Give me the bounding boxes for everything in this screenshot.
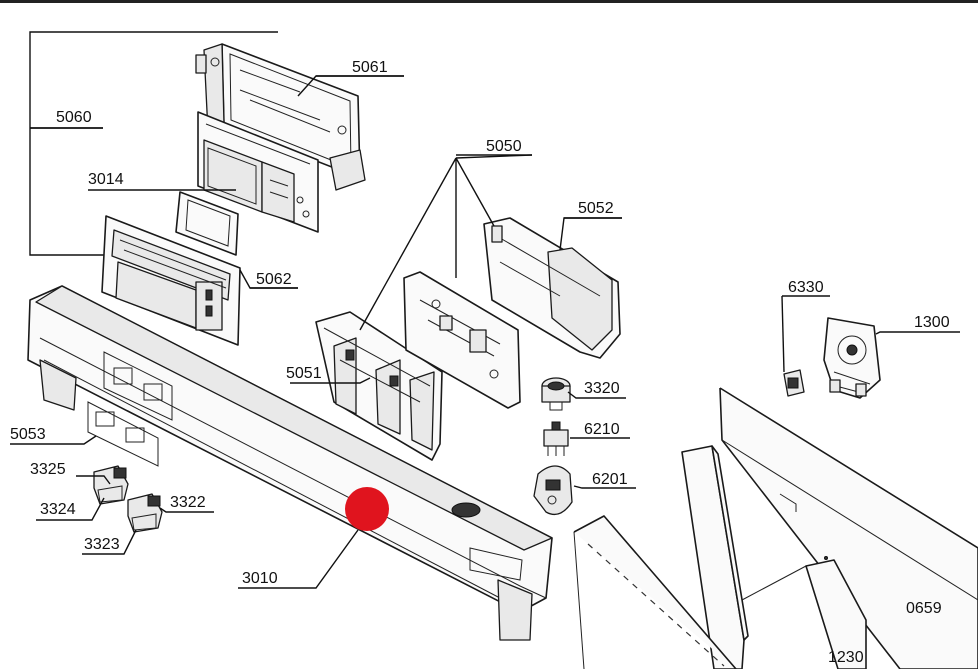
label-5062[interactable]: 5062 — [256, 271, 292, 288]
label-3014[interactable]: 3014 — [88, 171, 124, 188]
label-0659[interactable]: 0659 — [906, 600, 942, 617]
label-5051[interactable]: 5051 — [286, 365, 322, 382]
label-1300[interactable]: 1300 — [914, 314, 950, 331]
label-3325[interactable]: 3325 — [30, 461, 66, 478]
part-5062-housing[interactable] — [101, 215, 241, 346]
part-3010-control-panel[interactable] — [27, 285, 553, 641]
label-5050[interactable]: 5050 — [486, 138, 522, 155]
label-6330[interactable]: 6330 — [788, 279, 824, 296]
top-border — [0, 0, 978, 3]
label-3010[interactable]: 3010 — [242, 570, 278, 587]
part-1300-mechanism[interactable] — [823, 317, 881, 399]
part-3325-switch-block[interactable] — [93, 465, 129, 505]
part-5050-circuit-board[interactable] — [403, 271, 521, 409]
label-5061[interactable]: 5061 — [352, 59, 388, 76]
label-5052[interactable]: 5052 — [578, 200, 614, 217]
part-3322-switch-block[interactable] — [127, 493, 163, 533]
label-6201[interactable]: 6201 — [592, 471, 628, 488]
part-1230-liner[interactable] — [681, 445, 867, 669]
part-0659-panel[interactable] — [719, 387, 978, 669]
part-5052-bracket[interactable] — [483, 217, 621, 359]
label-3320[interactable]: 3320 — [584, 380, 620, 397]
label-5053[interactable]: 5053 — [10, 426, 46, 443]
part-6330-connector[interactable] — [783, 369, 805, 397]
part-labels: 5061 5060 3014 5050 5052 5062 6330 1300 … — [10, 59, 950, 666]
part-3014-frame[interactable] — [175, 191, 239, 256]
part-display-board[interactable] — [197, 111, 319, 233]
part-5051-board-holder[interactable] — [315, 311, 443, 461]
label-1230[interactable]: 1230 — [828, 649, 864, 666]
label-3322[interactable]: 3322 — [170, 494, 206, 511]
part-door-frame[interactable] — [573, 515, 737, 669]
part-6210-switch[interactable] — [543, 421, 569, 456]
part-3320-knob[interactable] — [541, 377, 571, 411]
red-dot-marker[interactable] — [345, 487, 389, 531]
part-6201-sensor[interactable] — [533, 465, 573, 516]
part-5061-board-frame[interactable] — [195, 43, 366, 191]
label-3323[interactable]: 3323 — [84, 536, 120, 553]
label-5060[interactable]: 5060 — [56, 109, 92, 126]
label-3324[interactable]: 3324 — [40, 501, 76, 518]
label-6210[interactable]: 6210 — [584, 421, 620, 438]
